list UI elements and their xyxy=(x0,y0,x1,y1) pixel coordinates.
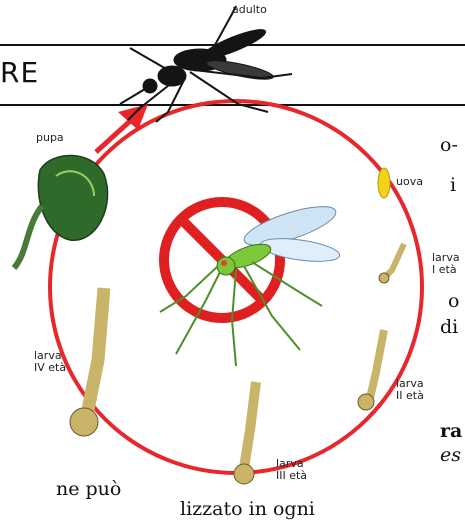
label-larva-4: larva IV età xyxy=(34,350,66,373)
label-larva-1-line1: larva xyxy=(432,252,460,264)
label-larva-4-line2: IV età xyxy=(34,362,66,374)
label-larva-3: larva III età xyxy=(276,458,307,481)
label-larva-3-line1: larva xyxy=(276,458,307,470)
label-larva-2-line2: II età xyxy=(396,390,424,402)
label-eggs: uova xyxy=(396,176,423,188)
label-larva-3-line2: III età xyxy=(276,470,307,482)
egg xyxy=(378,168,390,198)
label-larva-2: larva II età xyxy=(396,378,424,401)
larva-stage-2 xyxy=(358,330,384,410)
pupa xyxy=(14,155,108,268)
label-larva-1-line2: I età xyxy=(432,264,460,276)
label-adult: adulto xyxy=(232,4,267,16)
no-mosquito-sign xyxy=(160,199,341,366)
larva-stage-1 xyxy=(379,244,404,283)
label-pupa: pupa xyxy=(36,132,64,144)
label-larva-2-line1: larva xyxy=(396,378,424,390)
larva-stage-3 xyxy=(234,382,256,484)
label-larva-4-line1: larva xyxy=(34,350,66,362)
label-larva-1: larva I età xyxy=(432,252,460,275)
